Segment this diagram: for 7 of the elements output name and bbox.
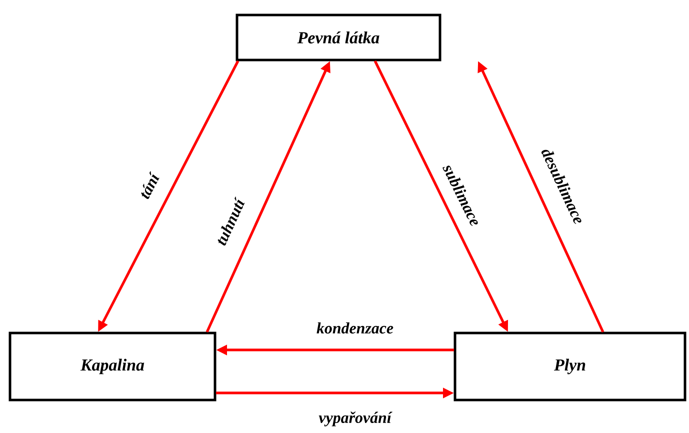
edge-label: kondenzace — [315, 321, 395, 335]
state-box: Pevná látka — [236, 14, 442, 62]
edge-label: vypařování — [318, 410, 392, 428]
edge-label: tuhnutí — [213, 196, 247, 248]
state-box: Kapalina — [8, 332, 216, 402]
state-box: Plyn — [454, 332, 686, 402]
edge-label: tání — [136, 170, 162, 202]
